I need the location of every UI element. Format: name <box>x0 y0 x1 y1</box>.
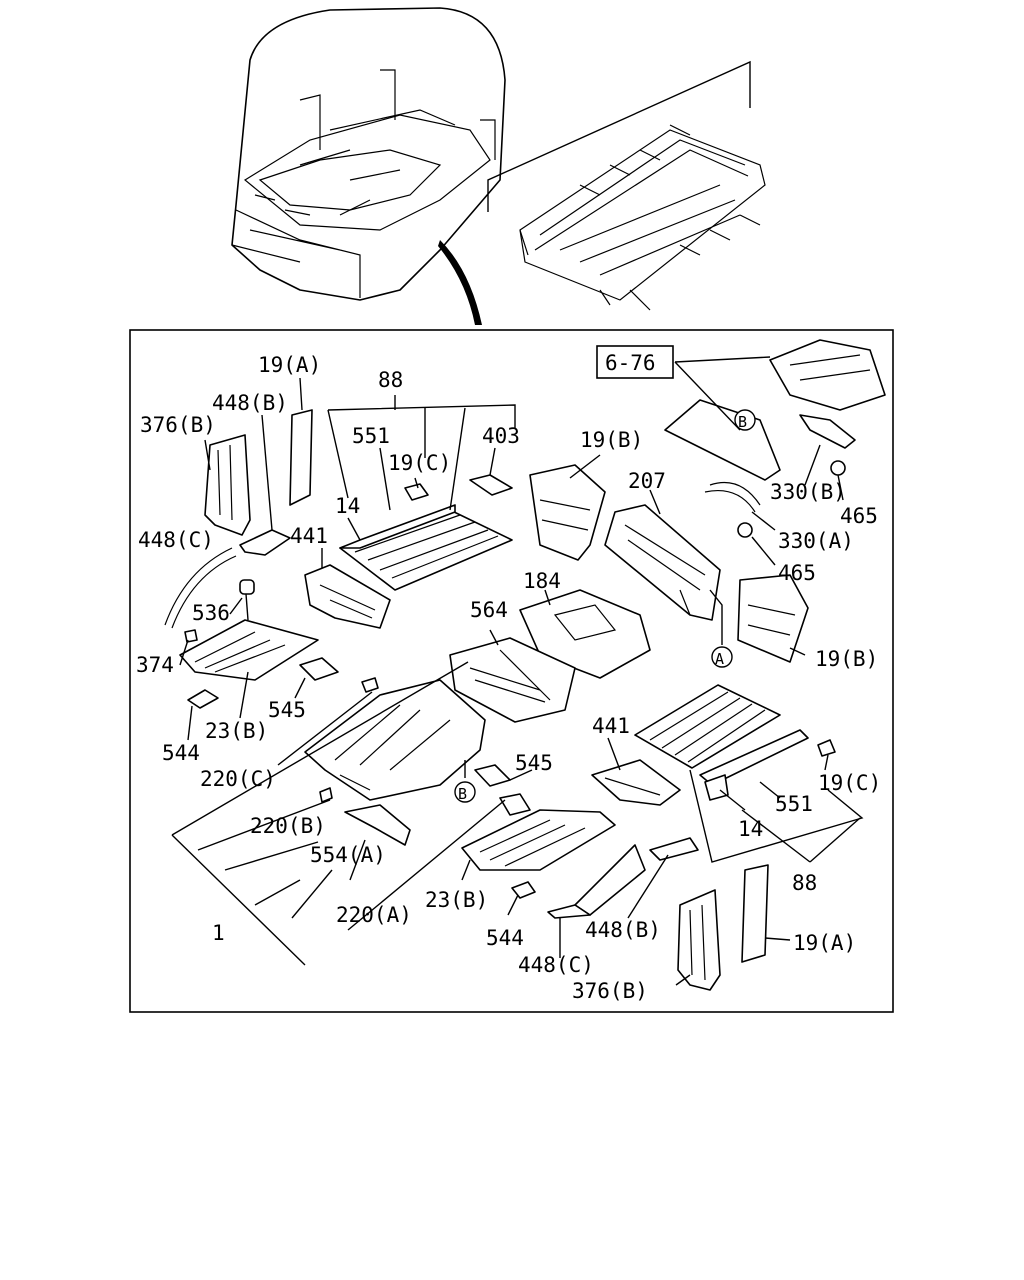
label-545-left: 545 <box>268 698 306 722</box>
detail-frame <box>129 329 894 1013</box>
label-544-left: 544 <box>162 741 200 765</box>
label-19c-top: 19(C) <box>388 451 451 475</box>
label-184: 184 <box>523 569 561 593</box>
marker-b-top: B <box>738 413 747 431</box>
marker-b-center: B <box>458 785 467 803</box>
label-441-left: 441 <box>290 524 328 548</box>
circle-markers: B A B <box>454 409 756 803</box>
label-19b-right: 19(B) <box>815 647 878 671</box>
label-19b-top: 19(B) <box>580 428 643 452</box>
label-448c-right: 448(C) <box>518 953 594 977</box>
label-536: 536 <box>192 601 230 625</box>
label-403: 403 <box>482 424 520 448</box>
label-564: 564 <box>470 598 508 622</box>
label-220c: 220(C) <box>200 767 276 791</box>
label-448b-right: 448(B) <box>585 918 661 942</box>
label-14-top: 14 <box>335 494 360 518</box>
label-465-lower: 465 <box>778 561 816 585</box>
part-shapes <box>164 339 886 991</box>
label-545-center: 545 <box>515 751 553 775</box>
reference-label: 6-76 <box>605 351 656 375</box>
label-19a-right: 19(A) <box>793 931 856 955</box>
cab-overview-illustration <box>231 7 506 301</box>
label-374: 374 <box>136 653 174 677</box>
label-19a-top: 19(A) <box>258 353 321 377</box>
label-465-top: 465 <box>840 504 878 528</box>
label-441-right: 441 <box>592 714 630 738</box>
leader-lines <box>171 356 864 986</box>
label-220a: 220(A) <box>336 903 412 927</box>
label-554a: 554(A) <box>310 843 386 867</box>
label-1: 1 <box>212 921 225 945</box>
label-88-top: 88 <box>378 368 403 392</box>
label-448c-left: 448(C) <box>138 528 214 552</box>
label-220b: 220(B) <box>250 814 326 838</box>
label-88-right: 88 <box>792 871 817 895</box>
reference-box-6-76: 6-76 <box>596 345 674 379</box>
detail-arrow <box>438 240 482 325</box>
label-23b-left: 23(B) <box>205 719 268 743</box>
part-labels: 19(A) 88 448(B) 376(B) 551 19(C) 403 19(… <box>136 353 881 1003</box>
label-19c-right: 19(C) <box>818 771 881 795</box>
label-551-right: 551 <box>775 792 813 816</box>
floor-frame-illustration <box>487 60 766 311</box>
label-448b-top: 448(B) <box>212 391 288 415</box>
label-14-right: 14 <box>738 817 763 841</box>
label-207: 207 <box>628 469 666 493</box>
label-376b-right: 376(B) <box>572 979 648 1003</box>
label-330b: 330(B) <box>770 480 846 504</box>
label-23b-center: 23(B) <box>425 888 488 912</box>
label-376b-top: 376(B) <box>140 413 216 437</box>
marker-a: A <box>715 650 724 668</box>
label-544-center: 544 <box>486 926 524 950</box>
label-330a: 330(A) <box>778 529 854 553</box>
label-551-top: 551 <box>352 424 390 448</box>
